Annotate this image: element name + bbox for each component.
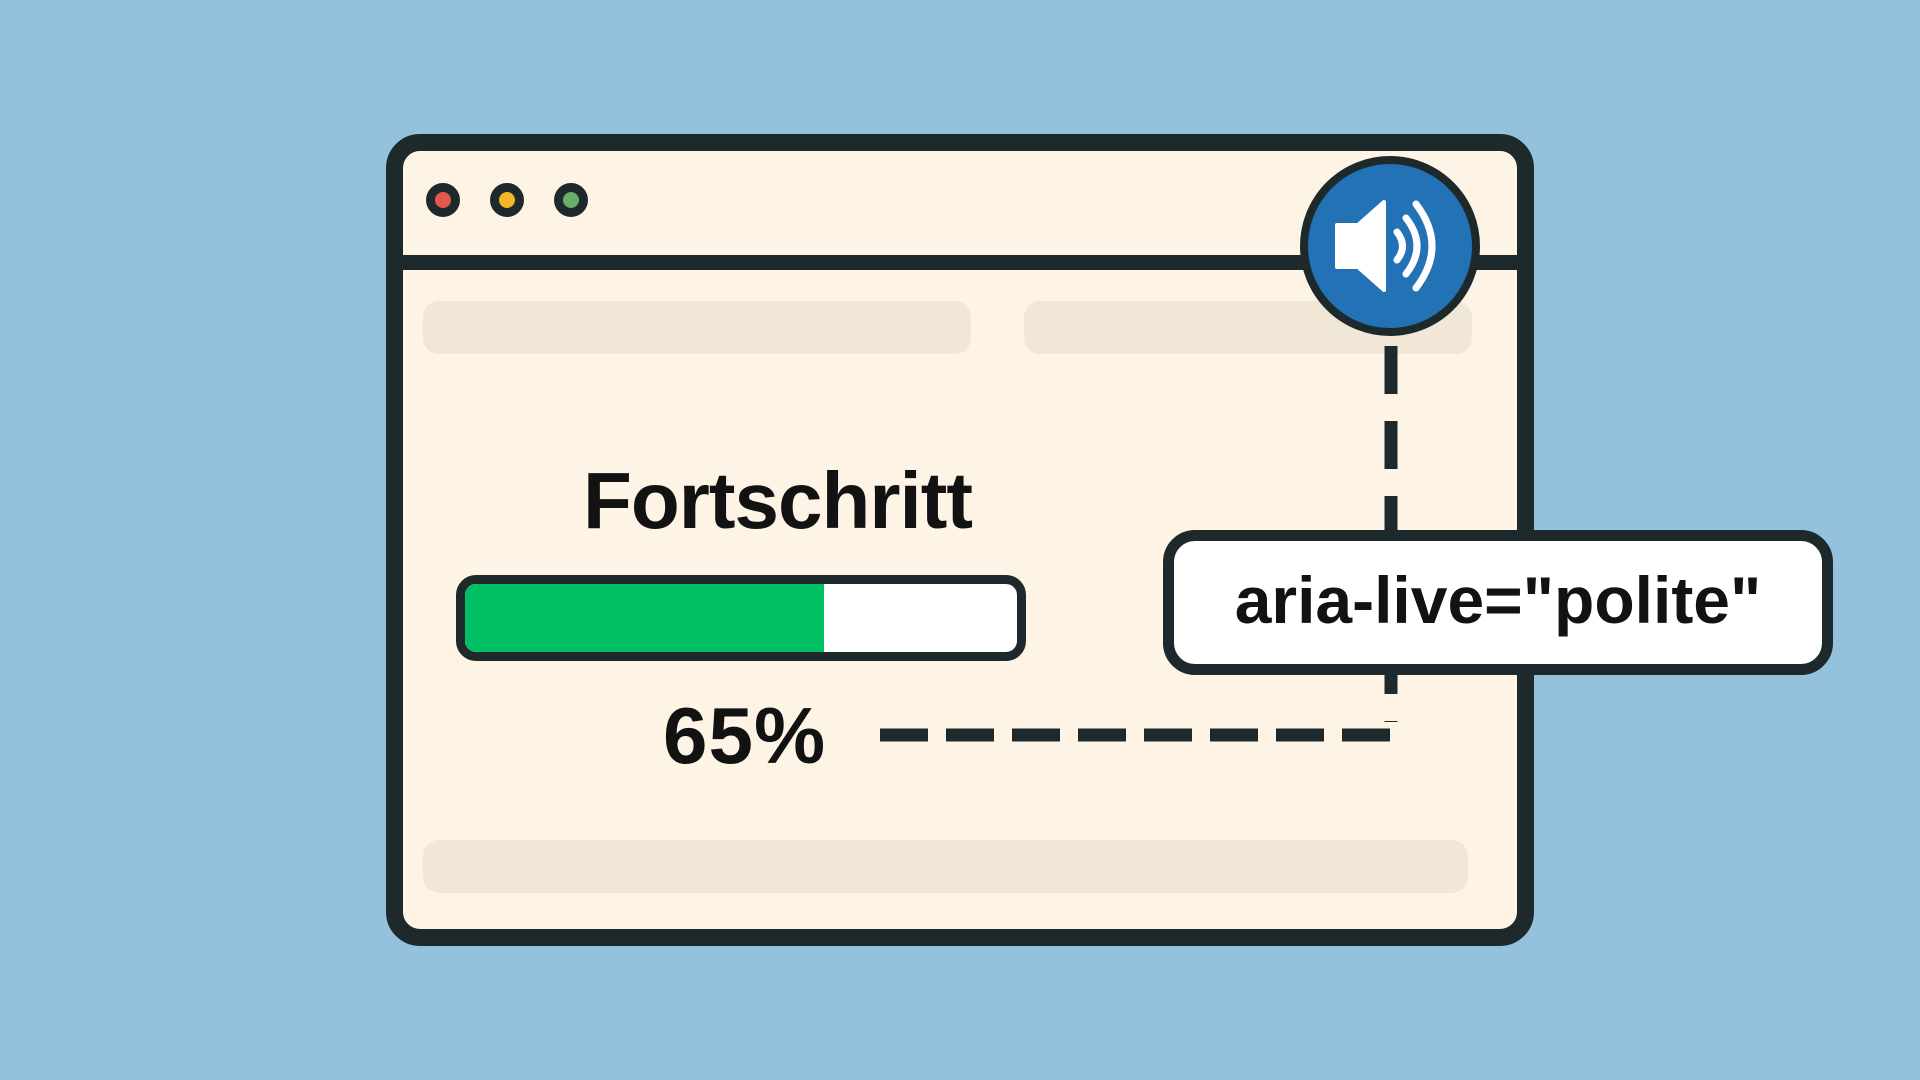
- screen-reader-badge: [1300, 156, 1480, 336]
- window-titlebar: [403, 151, 1517, 270]
- maximize-window-dot[interactable]: [554, 183, 588, 217]
- speaker-icon: [1335, 200, 1436, 292]
- close-window-dot[interactable]: [426, 183, 460, 217]
- progress-percentage: 65%: [663, 691, 827, 780]
- aria-live-attribute-text: aria-live="polite": [1234, 562, 1762, 637]
- placeholder-bar-left: [423, 301, 971, 354]
- placeholder-bar-bottom: [423, 840, 1468, 893]
- progress-bar: [456, 575, 1026, 661]
- minimize-window-dot[interactable]: [490, 183, 524, 217]
- aria-live-label: aria-live="polite": [1163, 530, 1833, 675]
- progress-bar-fill: [465, 584, 824, 652]
- progress-title: Fortschritt: [583, 456, 973, 545]
